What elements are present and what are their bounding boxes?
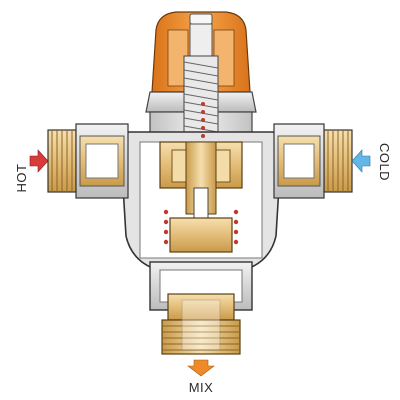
mix-outlet-fitting xyxy=(149,261,253,355)
cold-label: COLD xyxy=(377,143,392,181)
cartridge-springs xyxy=(163,102,239,245)
cold-inlet-indicator: COLD xyxy=(351,143,392,181)
hot-inlet-indicator: HOT xyxy=(14,149,49,193)
hot-inlet-fitting xyxy=(47,123,129,199)
adjusting-spindle xyxy=(183,55,219,141)
hot-label: HOT xyxy=(14,164,29,193)
arrow-left-icon xyxy=(351,149,371,173)
arrow-down-icon xyxy=(187,359,215,377)
mix-outlet-indicator: MIX xyxy=(187,359,215,395)
arrow-right-icon xyxy=(29,149,49,173)
cold-inlet-fitting xyxy=(273,123,353,199)
mix-label: MIX xyxy=(189,380,214,395)
thermostatic-cartridge xyxy=(159,141,243,253)
